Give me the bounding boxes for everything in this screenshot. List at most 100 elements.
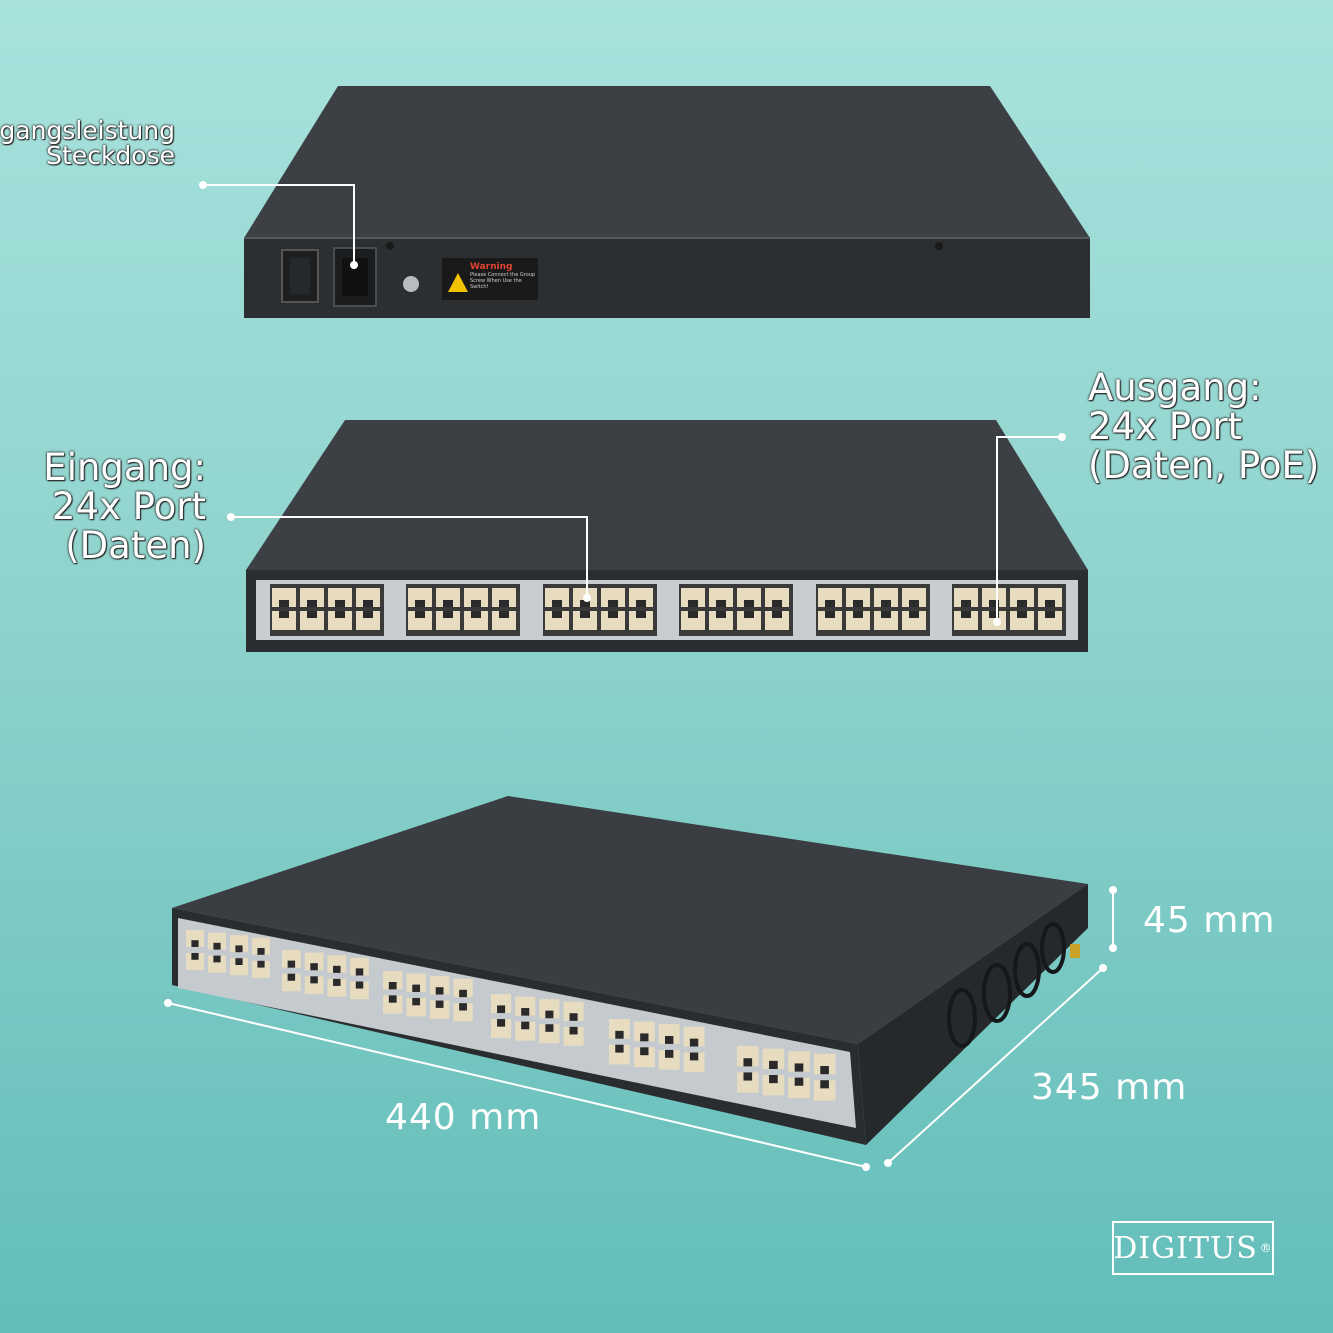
registered-mark: ® [1259,1241,1273,1255]
warning-title: Warning [470,262,513,272]
rj45-port [464,611,488,630]
rj45-port-slot [257,960,265,968]
input-ports-label: Eingang: 24x Port (Daten) [20,448,206,566]
rj45-port [383,995,403,1014]
rj45-port [252,937,270,955]
rj45-port [300,611,324,630]
rj45-port-slot [716,600,726,607]
rj45-port [356,611,380,630]
rj45-port [186,930,204,947]
rj45-port-slot [961,611,971,618]
rj45-port [464,588,488,607]
rj45-port-slot [521,1021,530,1030]
output-ports-label: Ausgang: 24x Port (Daten, PoE) [1088,368,1319,486]
power-label-line1: gangsleistung [0,116,175,145]
rj45-port [408,611,432,630]
rj45-port [846,611,870,630]
rj45-port [681,611,705,630]
rj45-port-slot [235,958,243,965]
rj45-port [406,973,426,992]
rj45-port-slot [521,1008,530,1016]
rj45-port [252,960,270,978]
rj45-port [492,588,516,607]
rj45-port-slot [909,600,919,607]
rj45-port-slot [1017,611,1027,618]
rj45-port-slot [665,1049,674,1058]
rj45-port [788,1051,810,1072]
rj45-port-slot [615,1030,624,1039]
rj45-port-slot [443,600,453,607]
rj45-port [633,1047,655,1068]
rj45-port-slot [608,600,618,607]
rj45-port [874,611,898,630]
rj45-port-slot [909,611,919,618]
rj45-port-slot [961,600,971,607]
rj45-port-slot [881,611,891,618]
rj45-port-slot [307,600,317,607]
rj45-port [436,611,460,630]
rj45-port [573,611,597,630]
rj45-port [1038,588,1062,607]
rj45-port [491,1019,512,1039]
rj45-port-slot [497,1005,506,1014]
rj45-port-slot [412,997,421,1006]
rj45-port-slot [435,1000,444,1008]
rj45-port-slot [794,1063,804,1072]
rj45-port-slot [412,984,421,992]
rj45-port [788,1077,810,1098]
rj45-port [813,1080,836,1101]
rj45-port [282,973,301,992]
rj45-port-slot [310,976,318,984]
rj45-port [629,588,653,607]
rj45-port [208,955,226,973]
rj45-port-slot [279,611,289,618]
rj45-port-slot [499,600,509,607]
rj45-port [406,997,426,1017]
rj45-port [453,978,473,998]
rj45-port [304,976,324,994]
rj45-port [1010,611,1034,630]
rj45-port [350,957,369,976]
rj45-port-slot [552,600,562,607]
rj45-port-slot [499,611,509,618]
rj45-port-slot [744,611,754,618]
rj45-port-slot [435,987,444,995]
rj45-port-slot [853,611,863,618]
rj45-port [539,999,560,1019]
rj45-port [1038,611,1062,630]
rj45-port-slot [772,611,782,618]
rj45-port [683,1052,705,1073]
rj45-port-slot [569,1013,578,1021]
rj45-port-slot [820,1066,829,1075]
rj45-port [954,611,978,630]
rj45-port [765,588,789,607]
rj45-port [609,1019,630,1039]
width-dimension-label: 440 mm [385,1097,542,1138]
rj45-port-slot [688,611,698,618]
rj45-port-slot [363,611,373,618]
rj45-port-slot [772,600,782,607]
rj45-port-slot [545,1010,554,1019]
rj45-port-slot [820,1080,829,1089]
rj45-port [453,1003,473,1022]
rj45-port [230,958,248,976]
rj45-port [383,971,403,990]
rj45-port-slot [545,1024,554,1032]
rj45-port-slot [769,1060,778,1069]
rj45-port [818,611,842,630]
rj45-port [272,588,296,607]
rj45-port [709,611,733,630]
rj45-port [683,1026,705,1047]
rj45-port [491,994,512,1014]
rj45-port [765,611,789,630]
rj45-port-slot [333,965,341,973]
rj45-port-slot [363,600,373,607]
rj45-port-slot [415,611,425,618]
rj45-port [681,588,705,607]
rj45-port [545,611,569,630]
rj45-port [737,611,761,630]
rj45-port [737,1072,759,1093]
rj45-port [601,588,625,607]
input-label-line1: Eingang: [43,446,206,489]
rj45-port [762,1048,785,1069]
